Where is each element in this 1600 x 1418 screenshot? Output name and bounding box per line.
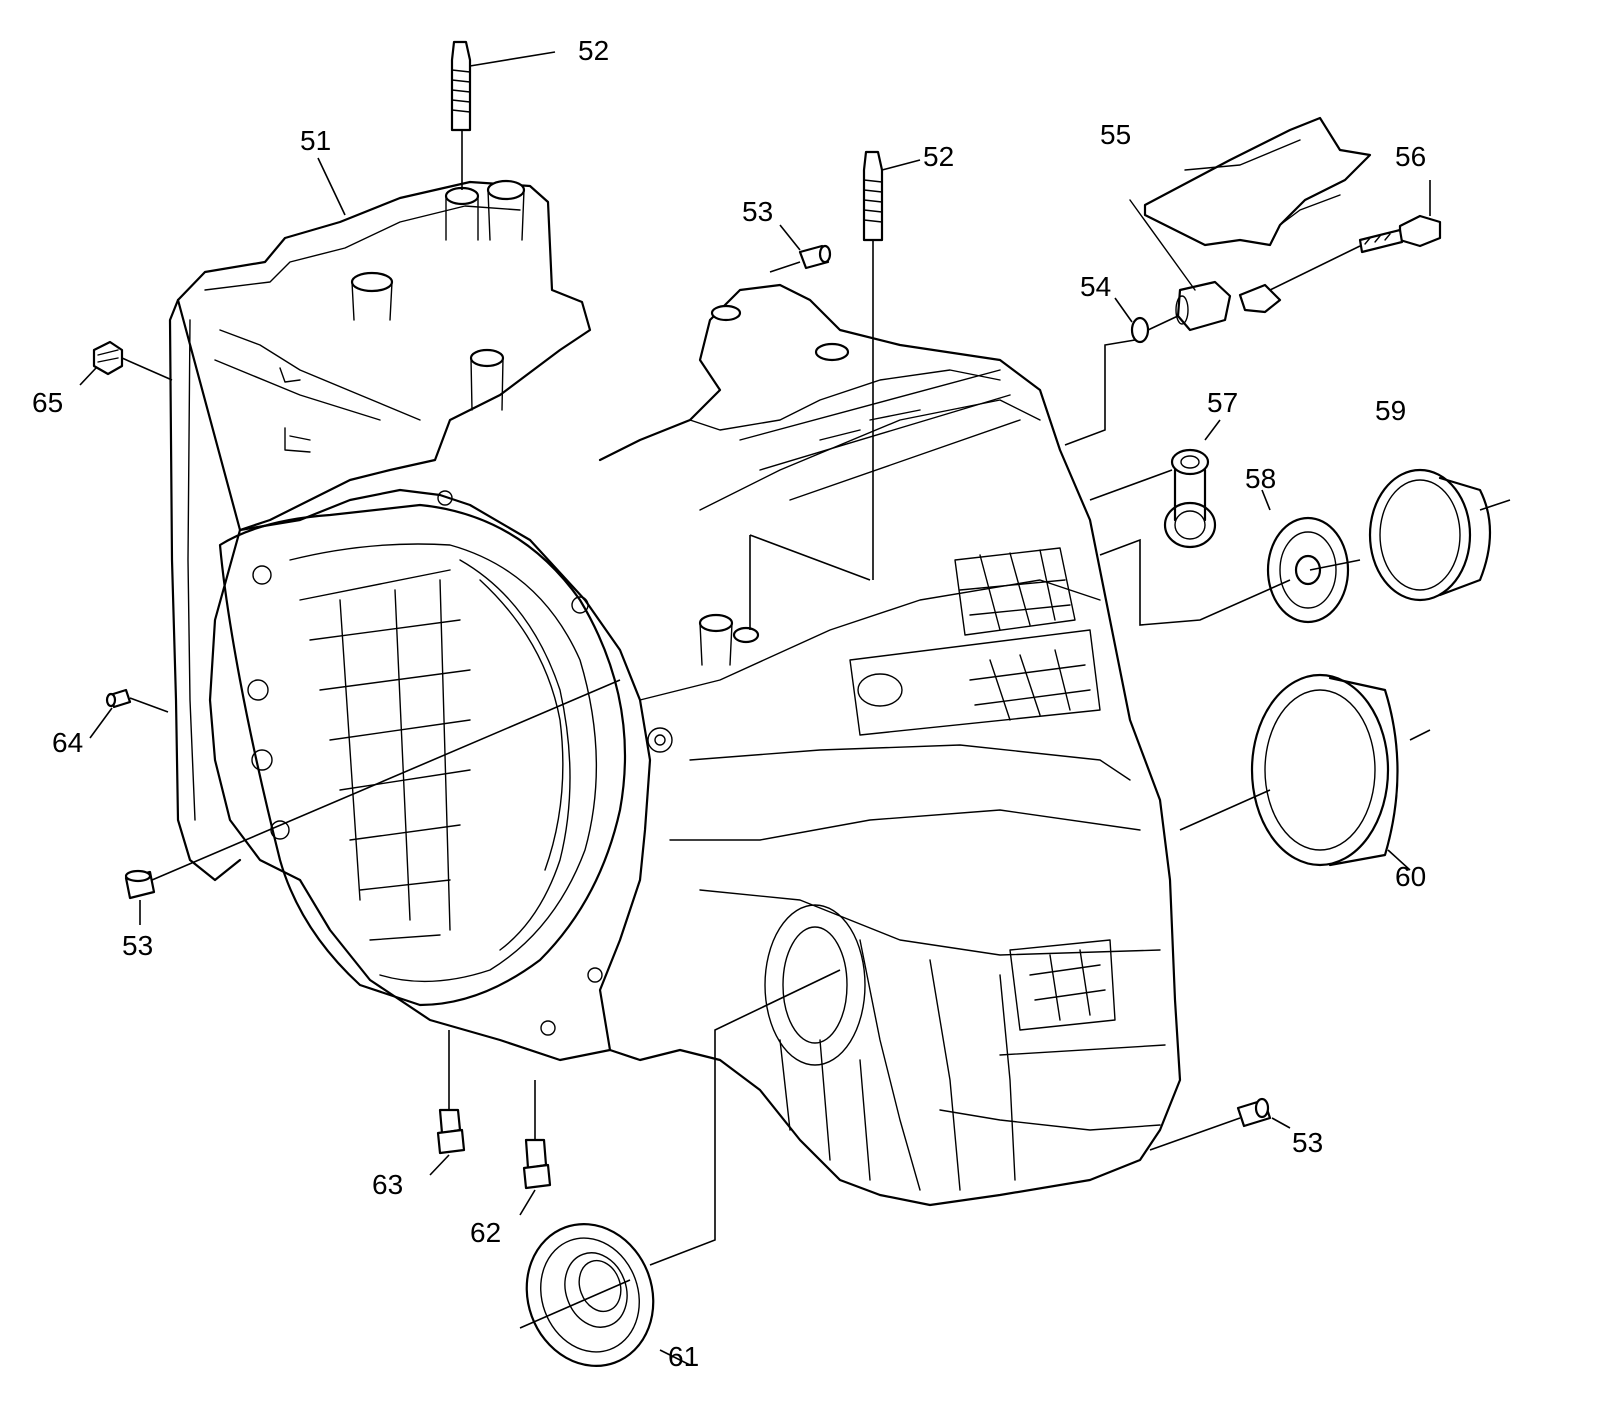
leader-52-a (469, 51, 556, 67)
callout-labels: 51 52 52 53 53 53 54 55 56 57 58 59 60 6… (32, 35, 1426, 1372)
dowel-pin-53-top (769, 244, 832, 273)
o-ring-54 (1064, 314, 1181, 446)
callout-62: 62 (470, 1217, 501, 1248)
seal-57 (1089, 419, 1221, 549)
callout-60: 60 (1395, 861, 1426, 892)
callout-53-top: 53 (742, 196, 773, 227)
stud-52-upper (450, 40, 472, 190)
filter-housing-55 (1129, 116, 1372, 332)
leader-stud-to-case (749, 534, 871, 630)
bolt-56 (1269, 180, 1442, 291)
callout-55: 55 (1100, 119, 1131, 150)
leader-58 (1261, 489, 1271, 511)
case-rib-panels (849, 547, 1116, 1031)
callout-56: 56 (1395, 141, 1426, 172)
large-seal-60 (1179, 673, 1431, 871)
plug-65 (79, 340, 173, 386)
leader-53-a (779, 224, 801, 251)
seal-ring-59 (1309, 468, 1511, 602)
callout-61: 61 (668, 1341, 699, 1372)
callout-63: 63 (372, 1169, 403, 1200)
callout-53-left: 53 (122, 930, 153, 961)
rear-seal-61 (519, 969, 841, 1368)
transmission-case (168, 179, 1182, 1207)
stud-52-lower (862, 150, 884, 580)
callout-53-right: 53 (1292, 1127, 1323, 1158)
dowel-pin-53-left (124, 679, 621, 900)
bearing-58 (1099, 516, 1350, 626)
callout-57: 57 (1207, 387, 1238, 418)
dowel-pin-53-right (1149, 1097, 1272, 1151)
callout-64: 64 (52, 727, 83, 758)
leader-54 (1114, 297, 1133, 323)
callout-65: 65 (32, 387, 63, 418)
callout-58: 58 (1245, 463, 1276, 494)
callout-59: 59 (1375, 395, 1406, 426)
callout-51: 51 (300, 125, 331, 156)
pin-64 (89, 688, 169, 739)
callout-52-top: 52 (578, 35, 609, 66)
leader-52-b (881, 159, 921, 171)
plug-62 (519, 1080, 552, 1216)
plug-63 (429, 1030, 466, 1176)
callout-54: 54 (1080, 271, 1111, 302)
leader-53-c (1271, 1117, 1291, 1129)
callout-52-middle: 52 (923, 141, 954, 172)
leader-51 (317, 157, 346, 216)
